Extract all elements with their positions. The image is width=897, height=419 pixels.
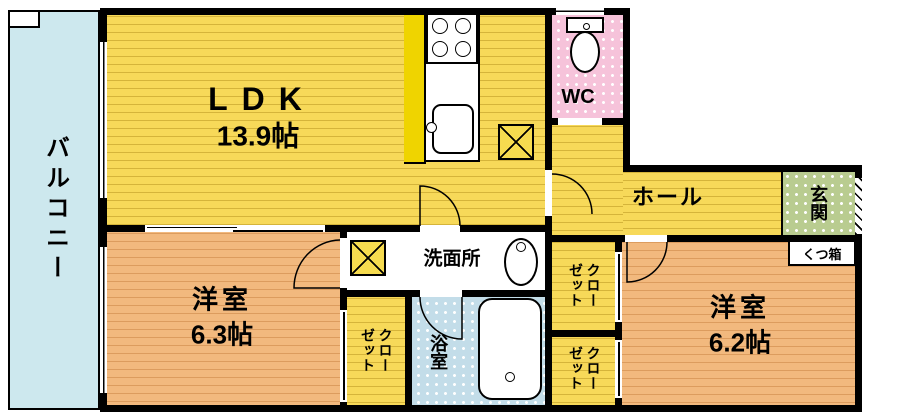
balcony-partition: [10, 12, 40, 28]
wall-top-b: [623, 165, 862, 172]
floor-hatch-icon: [498, 124, 534, 160]
closet-right-top-label: クローゼット: [568, 263, 602, 308]
kitchen-sink-icon: [432, 104, 474, 154]
burner-icon: [455, 18, 471, 34]
bedroom-right-label: 洋室: [709, 292, 771, 323]
ldk-size-label: 13.9帖: [216, 120, 300, 152]
burner-icon: [432, 41, 448, 57]
wall-ldk-bottom: [100, 225, 552, 232]
bedroom-right-size-label: 6.2帖: [708, 327, 772, 358]
sliding-door-panel: [147, 226, 237, 228]
washroom-label: 洗面所: [423, 248, 481, 270]
toilet-bowl-icon: [570, 31, 600, 73]
toilet-button-icon: [583, 23, 590, 30]
closet-middle-label: クローゼット: [360, 328, 394, 373]
door-gap-wc: [558, 118, 602, 125]
kitchen-faucet-icon: [426, 122, 437, 133]
room-ldk: [100, 8, 552, 239]
wall-left: [100, 8, 107, 412]
window-wc: [556, 8, 604, 15]
entrance-door: [855, 178, 862, 234]
door-arc-bathroom: [419, 296, 463, 340]
wall-closet-bath: [405, 297, 412, 412]
wall-notch: [623, 8, 630, 172]
door-arc-washroom: [419, 185, 461, 227]
door-arc-bedroom-right: [626, 241, 668, 283]
stove-icon: [426, 12, 478, 64]
bedroom-left-size-label: 6.3帖: [190, 319, 254, 350]
closet-door-panel: [618, 254, 620, 320]
wall-bottom: [100, 405, 862, 412]
closet-right-bottom-label: クローゼット: [568, 346, 602, 391]
bathtub-drain-icon: [505, 372, 515, 382]
closet-door-panel: [343, 312, 345, 400]
shoe-box: くつ箱: [788, 240, 856, 266]
shoe-box-label: くつ箱: [802, 246, 842, 262]
window-ldk-balcony: [100, 42, 107, 198]
entrance-label: 玄関: [808, 185, 829, 221]
wc-label: WC: [561, 85, 595, 108]
bathroom-label: 浴室: [428, 334, 449, 370]
door-gap-hall-bedroom-right: [625, 235, 667, 242]
room-balcony: [8, 10, 100, 410]
wall-closets-bedroom-right: [615, 242, 622, 412]
door-arc-hall: [551, 173, 593, 215]
door-gap-ldk-hall: [545, 170, 552, 216]
burner-icon: [455, 41, 471, 57]
room-hall-a: [545, 118, 630, 242]
bathtub-icon: [478, 298, 542, 400]
hall-label: ホール: [631, 184, 705, 210]
room-entrance: [783, 172, 855, 235]
sliding-door-panel: [233, 230, 323, 232]
room-closet-right-bottom: [545, 330, 622, 412]
ldk-label: LDK: [208, 81, 316, 118]
door-arc-bedroom-left: [293, 239, 341, 289]
balcony-label: バルコニー: [41, 135, 69, 285]
burner-icon: [432, 18, 448, 34]
washer-pan-icon: [350, 240, 386, 276]
bedroom-left-label: 洋室: [191, 284, 253, 315]
washbasin-faucet-icon: [516, 242, 526, 252]
wall-entrance-step: [781, 172, 783, 235]
door-gap-ldk-washroom: [420, 225, 460, 232]
door-gap-washroom-bedroom-left: [340, 238, 347, 288]
wall-hall-bottom: [545, 235, 862, 242]
wall-top-a: [100, 8, 630, 15]
wall-right: [855, 165, 862, 412]
kitchen-floor: [404, 8, 426, 164]
sliding-door-gap: [145, 225, 325, 232]
window-bedroom-balcony: [100, 247, 107, 393]
door-gap-bathroom: [420, 290, 462, 297]
room-closet-right-top: [545, 242, 622, 337]
wall-closet-divider: [548, 330, 622, 337]
room-closet-middle: [340, 290, 412, 412]
closet-door-panel: [618, 342, 620, 396]
